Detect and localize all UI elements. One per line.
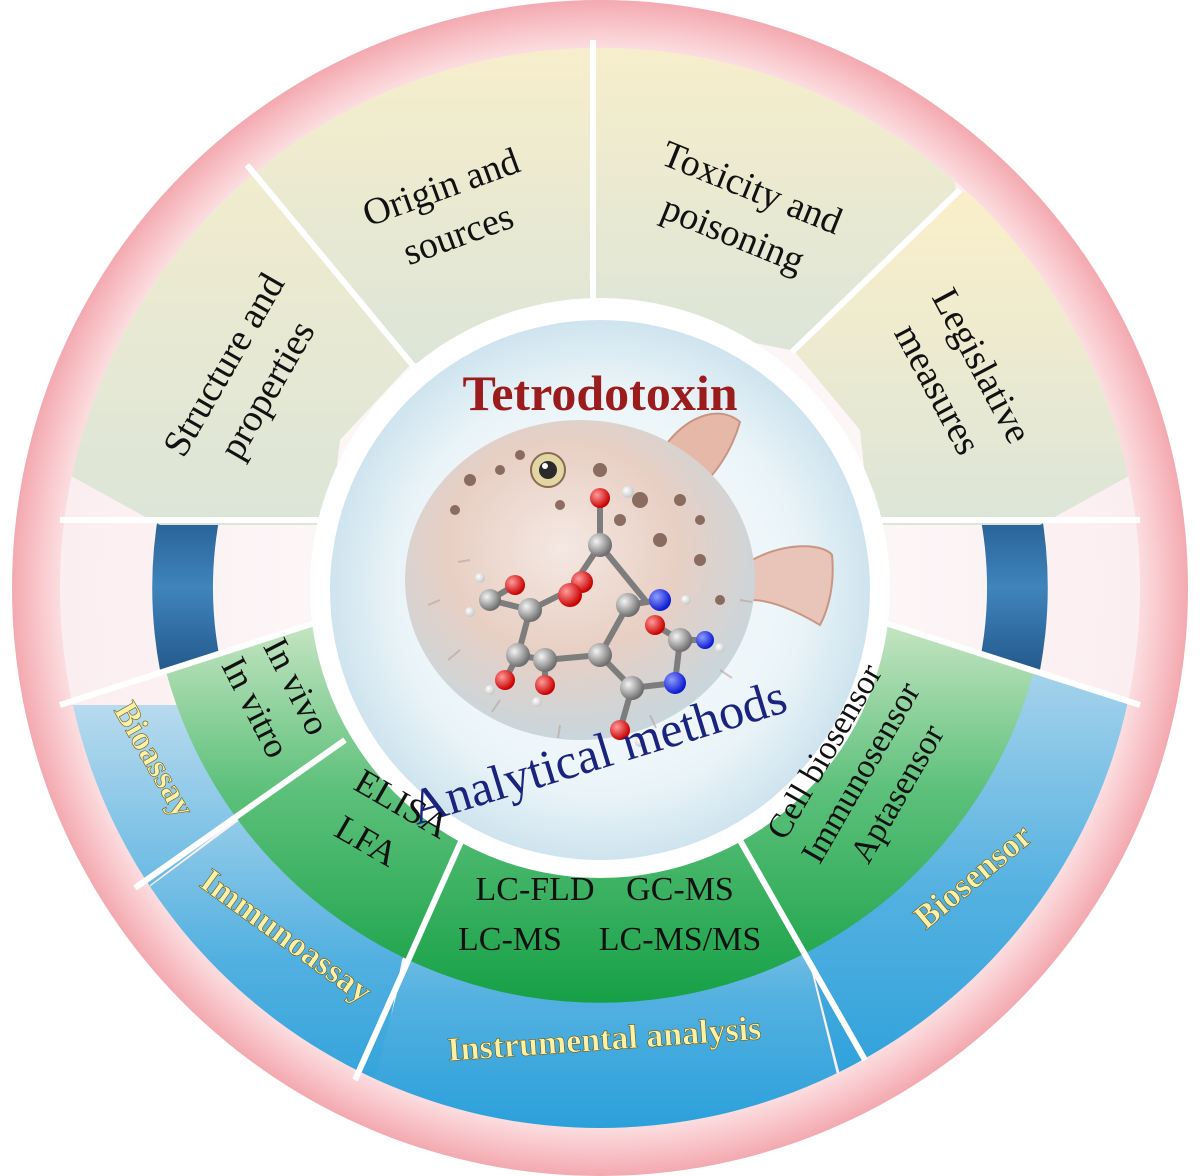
method-label: LC-MS bbox=[458, 921, 562, 958]
center-title: Tetrodotoxin bbox=[462, 365, 737, 421]
methods-instrumental: LC-FLD GC-MS LC-MS LC-MS/MS bbox=[458, 871, 761, 958]
method-label: LC-MS/MS bbox=[599, 921, 762, 958]
tetrodotoxin-molecule bbox=[465, 486, 725, 747]
right-side-arc bbox=[978, 505, 1048, 670]
left-side-arc bbox=[152, 505, 222, 670]
sector-dividers bbox=[59, 40, 1141, 1082]
method-label: GC-MS bbox=[626, 871, 734, 908]
method-label: LC-FLD bbox=[476, 871, 595, 908]
